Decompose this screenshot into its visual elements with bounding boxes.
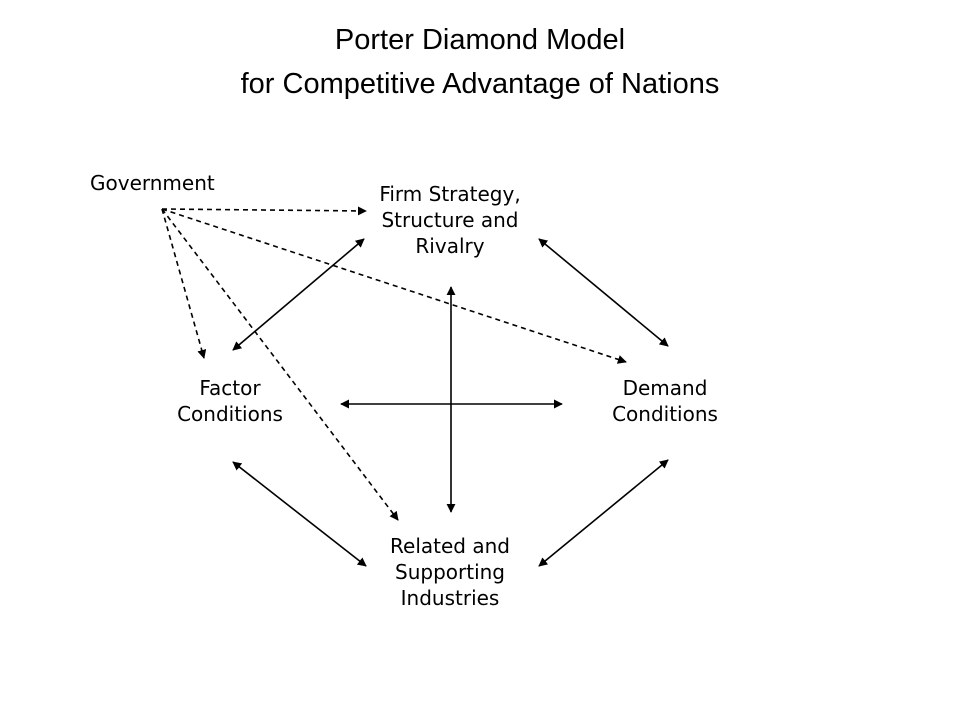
node-demand-line-1: Demand [622,376,708,400]
node-factor-conditions: Factor Conditions [145,375,315,427]
diagram-subtitle: for Competitive Advantage of Nations [240,68,720,100]
node-firm-line-3: Rivalry [415,234,485,258]
node-factor-line-1: Factor [199,376,261,400]
demand-related-arrow [538,459,669,567]
node-related-line-2: Supporting [395,560,505,584]
node-demand-line-2: Conditions [612,402,718,426]
node-government: Government [90,170,215,196]
gov-to-firm-arrow [161,206,367,216]
node-related-line-1: Related and [390,534,510,558]
node-related-line-3: Industries [400,586,500,610]
node-related-industries: Related and Supporting Industries [345,533,555,611]
node-demand-conditions: Demand Conditions [580,375,750,427]
gov-to-factor-arrow [161,208,207,359]
firm-demand-arrow [538,238,669,347]
factor-related-arrow [232,461,367,567]
node-factor-line-2: Conditions [177,402,283,426]
node-firm-strategy: Firm Strategy, Structure and Rivalry [345,181,555,259]
diagram-title: Porter Diamond Model [334,24,626,56]
node-firm-line-1: Firm Strategy, [379,182,521,206]
node-firm-line-2: Structure and [381,208,519,232]
node-government-label: Government [90,171,215,195]
factor-firm-arrow [232,238,365,351]
